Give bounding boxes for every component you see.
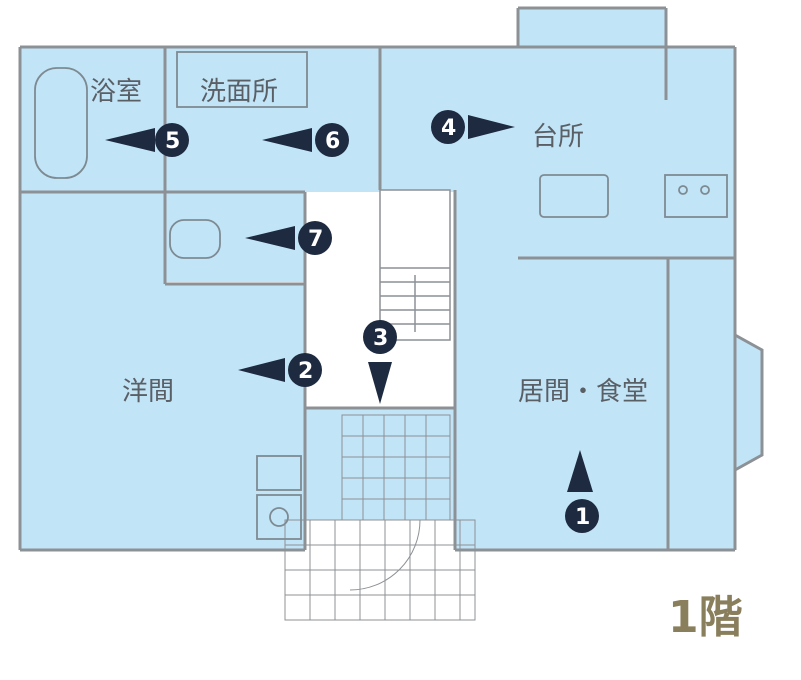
marker-6[interactable]: 6 bbox=[262, 123, 349, 157]
sink bbox=[539, 174, 609, 218]
toilet bbox=[169, 219, 221, 259]
marker-7-label: 7 bbox=[308, 227, 323, 252]
storage-area bbox=[20, 192, 165, 284]
western-room-area bbox=[20, 284, 305, 550]
marker-2-label: 2 bbox=[298, 359, 313, 384]
kitchen-bay bbox=[518, 8, 666, 48]
counter-area bbox=[518, 168, 736, 258]
marker-3-label: 3 bbox=[373, 326, 388, 351]
stairs bbox=[379, 189, 451, 341]
entry-tiles bbox=[284, 414, 476, 621]
washroom-label: 洗面所 bbox=[200, 77, 278, 107]
bath-label: 浴室 bbox=[90, 77, 142, 107]
marker-6-label: 6 bbox=[325, 129, 340, 154]
living-dining-label: 居間・食堂 bbox=[518, 377, 648, 407]
kitchen-label: 台所 bbox=[532, 122, 584, 152]
viewpoint-markers: 1 2 3 4 5 6 7 bbox=[105, 110, 599, 533]
marker-1-label: 1 bbox=[575, 505, 590, 530]
laundry-unit bbox=[256, 494, 302, 540]
bath-area bbox=[20, 47, 165, 192]
bathtub bbox=[34, 67, 88, 179]
fixtures bbox=[34, 51, 728, 540]
stove bbox=[664, 174, 728, 218]
marker-5-label: 5 bbox=[165, 129, 180, 154]
marker-3[interactable]: 3 bbox=[363, 320, 397, 404]
entry-area bbox=[305, 408, 455, 520]
vanity bbox=[176, 51, 308, 108]
walls bbox=[18, 6, 764, 552]
room-labels: 浴室 洗面所 台所 洋間 居間・食堂 bbox=[90, 77, 648, 407]
marker-4-label: 4 bbox=[441, 116, 456, 141]
floor-label: 1階 bbox=[668, 592, 743, 643]
room-fills bbox=[20, 8, 762, 550]
marker-1[interactable]: 1 bbox=[565, 450, 599, 533]
marker-7[interactable]: 7 bbox=[245, 221, 332, 255]
western-room-label: 洋間 bbox=[122, 377, 174, 407]
marker-5[interactable]: 5 bbox=[105, 123, 189, 157]
washroom-area bbox=[165, 47, 380, 192]
marker-4[interactable]: 4 bbox=[431, 110, 515, 144]
marker-2[interactable]: 2 bbox=[238, 353, 322, 387]
bay-window-area bbox=[735, 335, 762, 470]
washer bbox=[256, 455, 302, 491]
